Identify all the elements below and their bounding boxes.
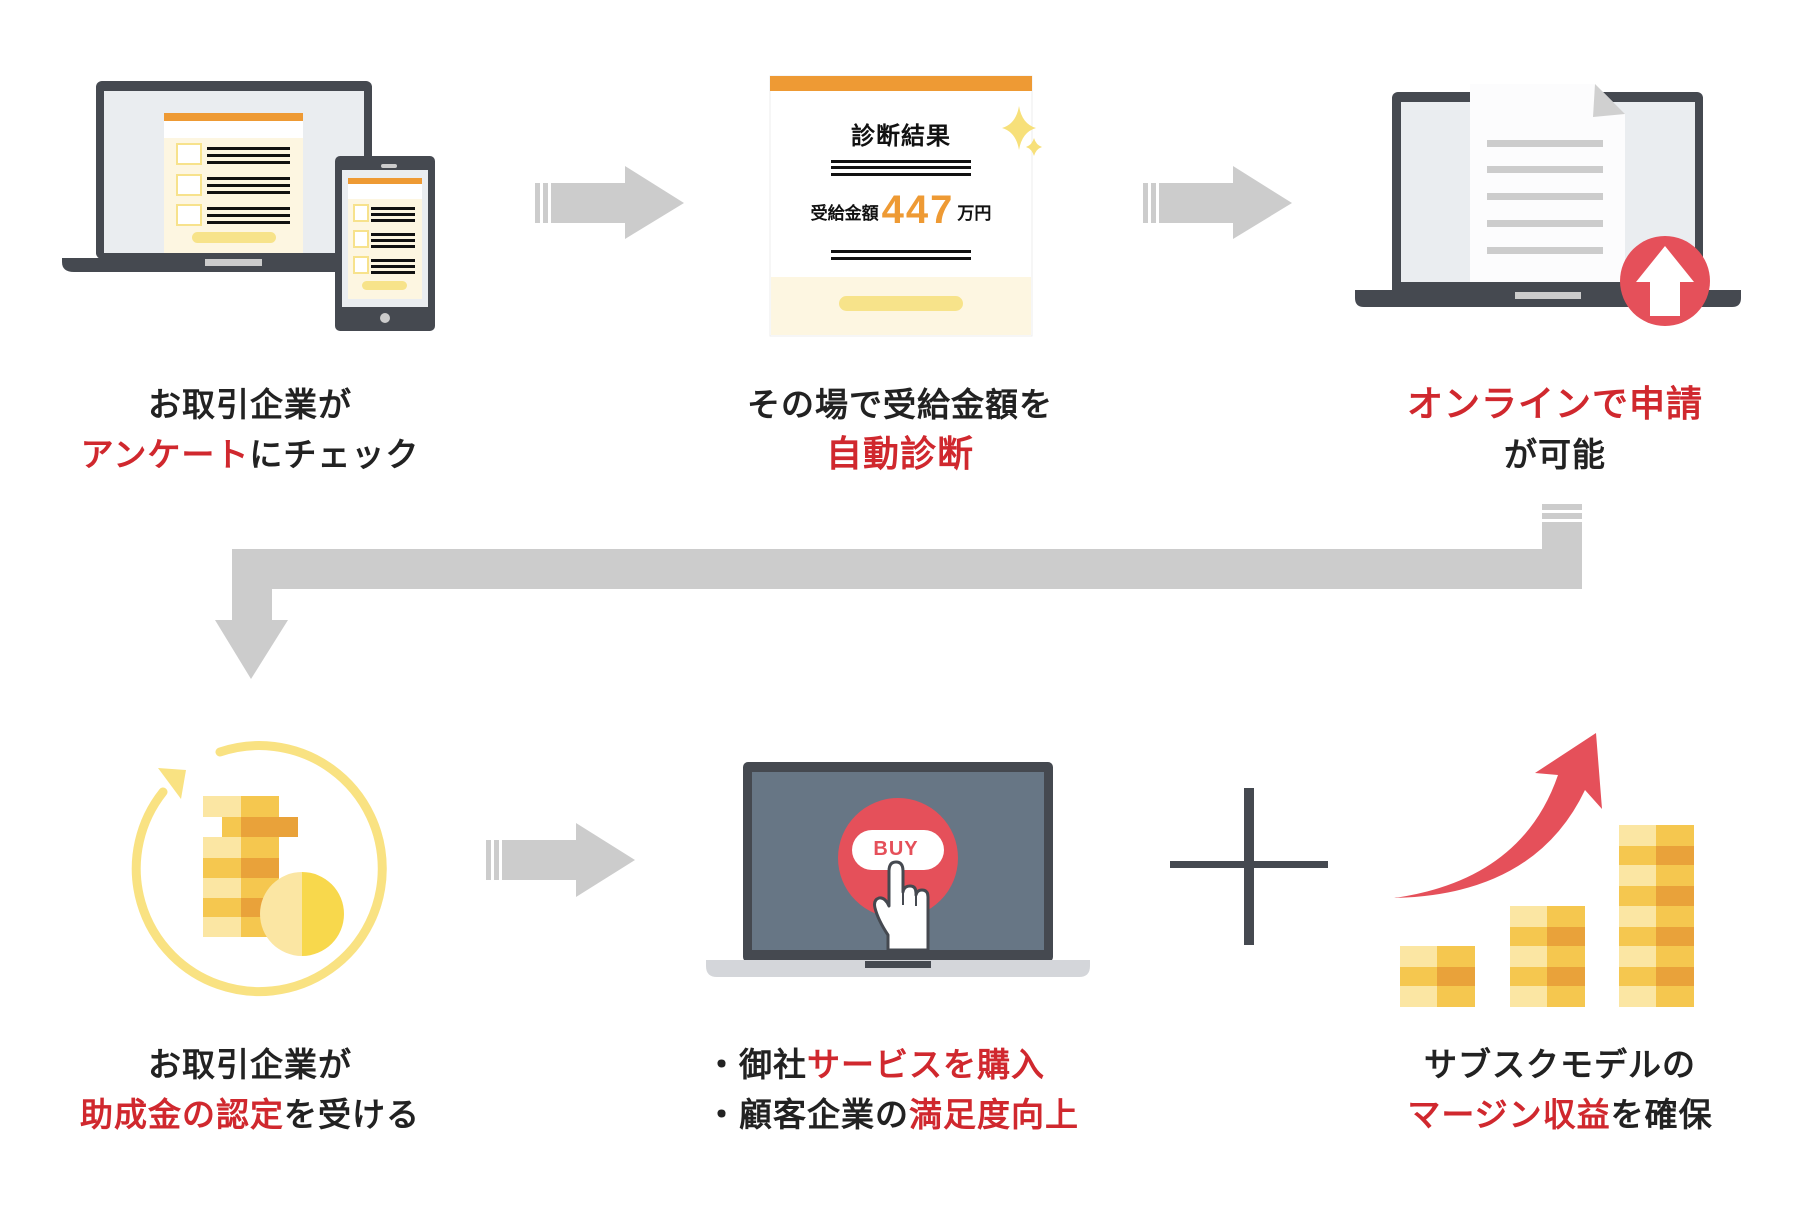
caption-line: お取引企業が [40, 380, 460, 430]
caption-line: その場で受給金額を [690, 380, 1110, 430]
caption-highlight: マージン収益 [1407, 1095, 1611, 1134]
step-caption-purchase: ・御社サービスを購入 ・顧客企業の満足度向上 [705, 1040, 1145, 1140]
bullet-item: ・御社サービスを購入 [705, 1040, 1145, 1090]
caption-line: アンケートにチェック [40, 430, 460, 480]
caption-text: ・顧客企業の [705, 1095, 909, 1134]
buy-button: BUY [873, 838, 919, 860]
step-caption-survey: お取引企業が アンケートにチェック [40, 380, 460, 480]
caption-line: マージン収益を確保 [1350, 1090, 1770, 1140]
caption-line: 自動診断 [690, 430, 1110, 480]
caption-highlight: オンラインで申請 [1406, 384, 1703, 425]
caption-text: を受ける [284, 1095, 420, 1134]
diagnosis-card-title: 診断結果 [851, 122, 951, 150]
caption-line: が可能 [1345, 430, 1765, 480]
caption-text: サブスクモデルの [1424, 1045, 1696, 1084]
bullet-item: ・顧客企業の満足度向上 [705, 1090, 1145, 1140]
caption-text: が可能 [1504, 435, 1606, 474]
step-caption-grant: お取引企業が 助成金の認定を受ける [40, 1040, 460, 1140]
caption-highlight: 自動診断 [825, 434, 974, 475]
caption-line: サブスクモデルの [1350, 1040, 1770, 1090]
caption-text: を確保 [1610, 1095, 1713, 1134]
caption-text: その場で受給金額を [747, 385, 1053, 424]
amount-unit: 万円 [957, 204, 992, 224]
step-caption-diagnosis: その場で受給金額を 自動診断 [690, 380, 1110, 480]
caption-line: オンラインで申請 [1345, 380, 1765, 430]
caption-text: にチェック [249, 435, 420, 474]
caption-highlight: サービスを購入 [807, 1045, 1045, 1084]
step-caption-apply: オンラインで申請 が可能 [1345, 380, 1765, 480]
caption-line: お取引企業が [40, 1040, 460, 1090]
hand-pointer-icon [873, 860, 930, 952]
amount-value: 447 [881, 188, 955, 232]
amount-label: 受給金額 [810, 204, 879, 224]
caption-highlight: 助成金の認定 [80, 1095, 284, 1134]
step-caption-margin: サブスクモデルの マージン収益を確保 [1350, 1040, 1770, 1140]
caption-text: お取引企業が [148, 385, 352, 424]
caption-text: お取引企業が [148, 1045, 352, 1084]
caption-highlight: アンケート [80, 435, 250, 474]
caption-line: 助成金の認定を受ける [40, 1090, 460, 1140]
caption-text: ・御社 [705, 1045, 807, 1084]
caption-highlight: 満足度向上 [909, 1095, 1079, 1134]
